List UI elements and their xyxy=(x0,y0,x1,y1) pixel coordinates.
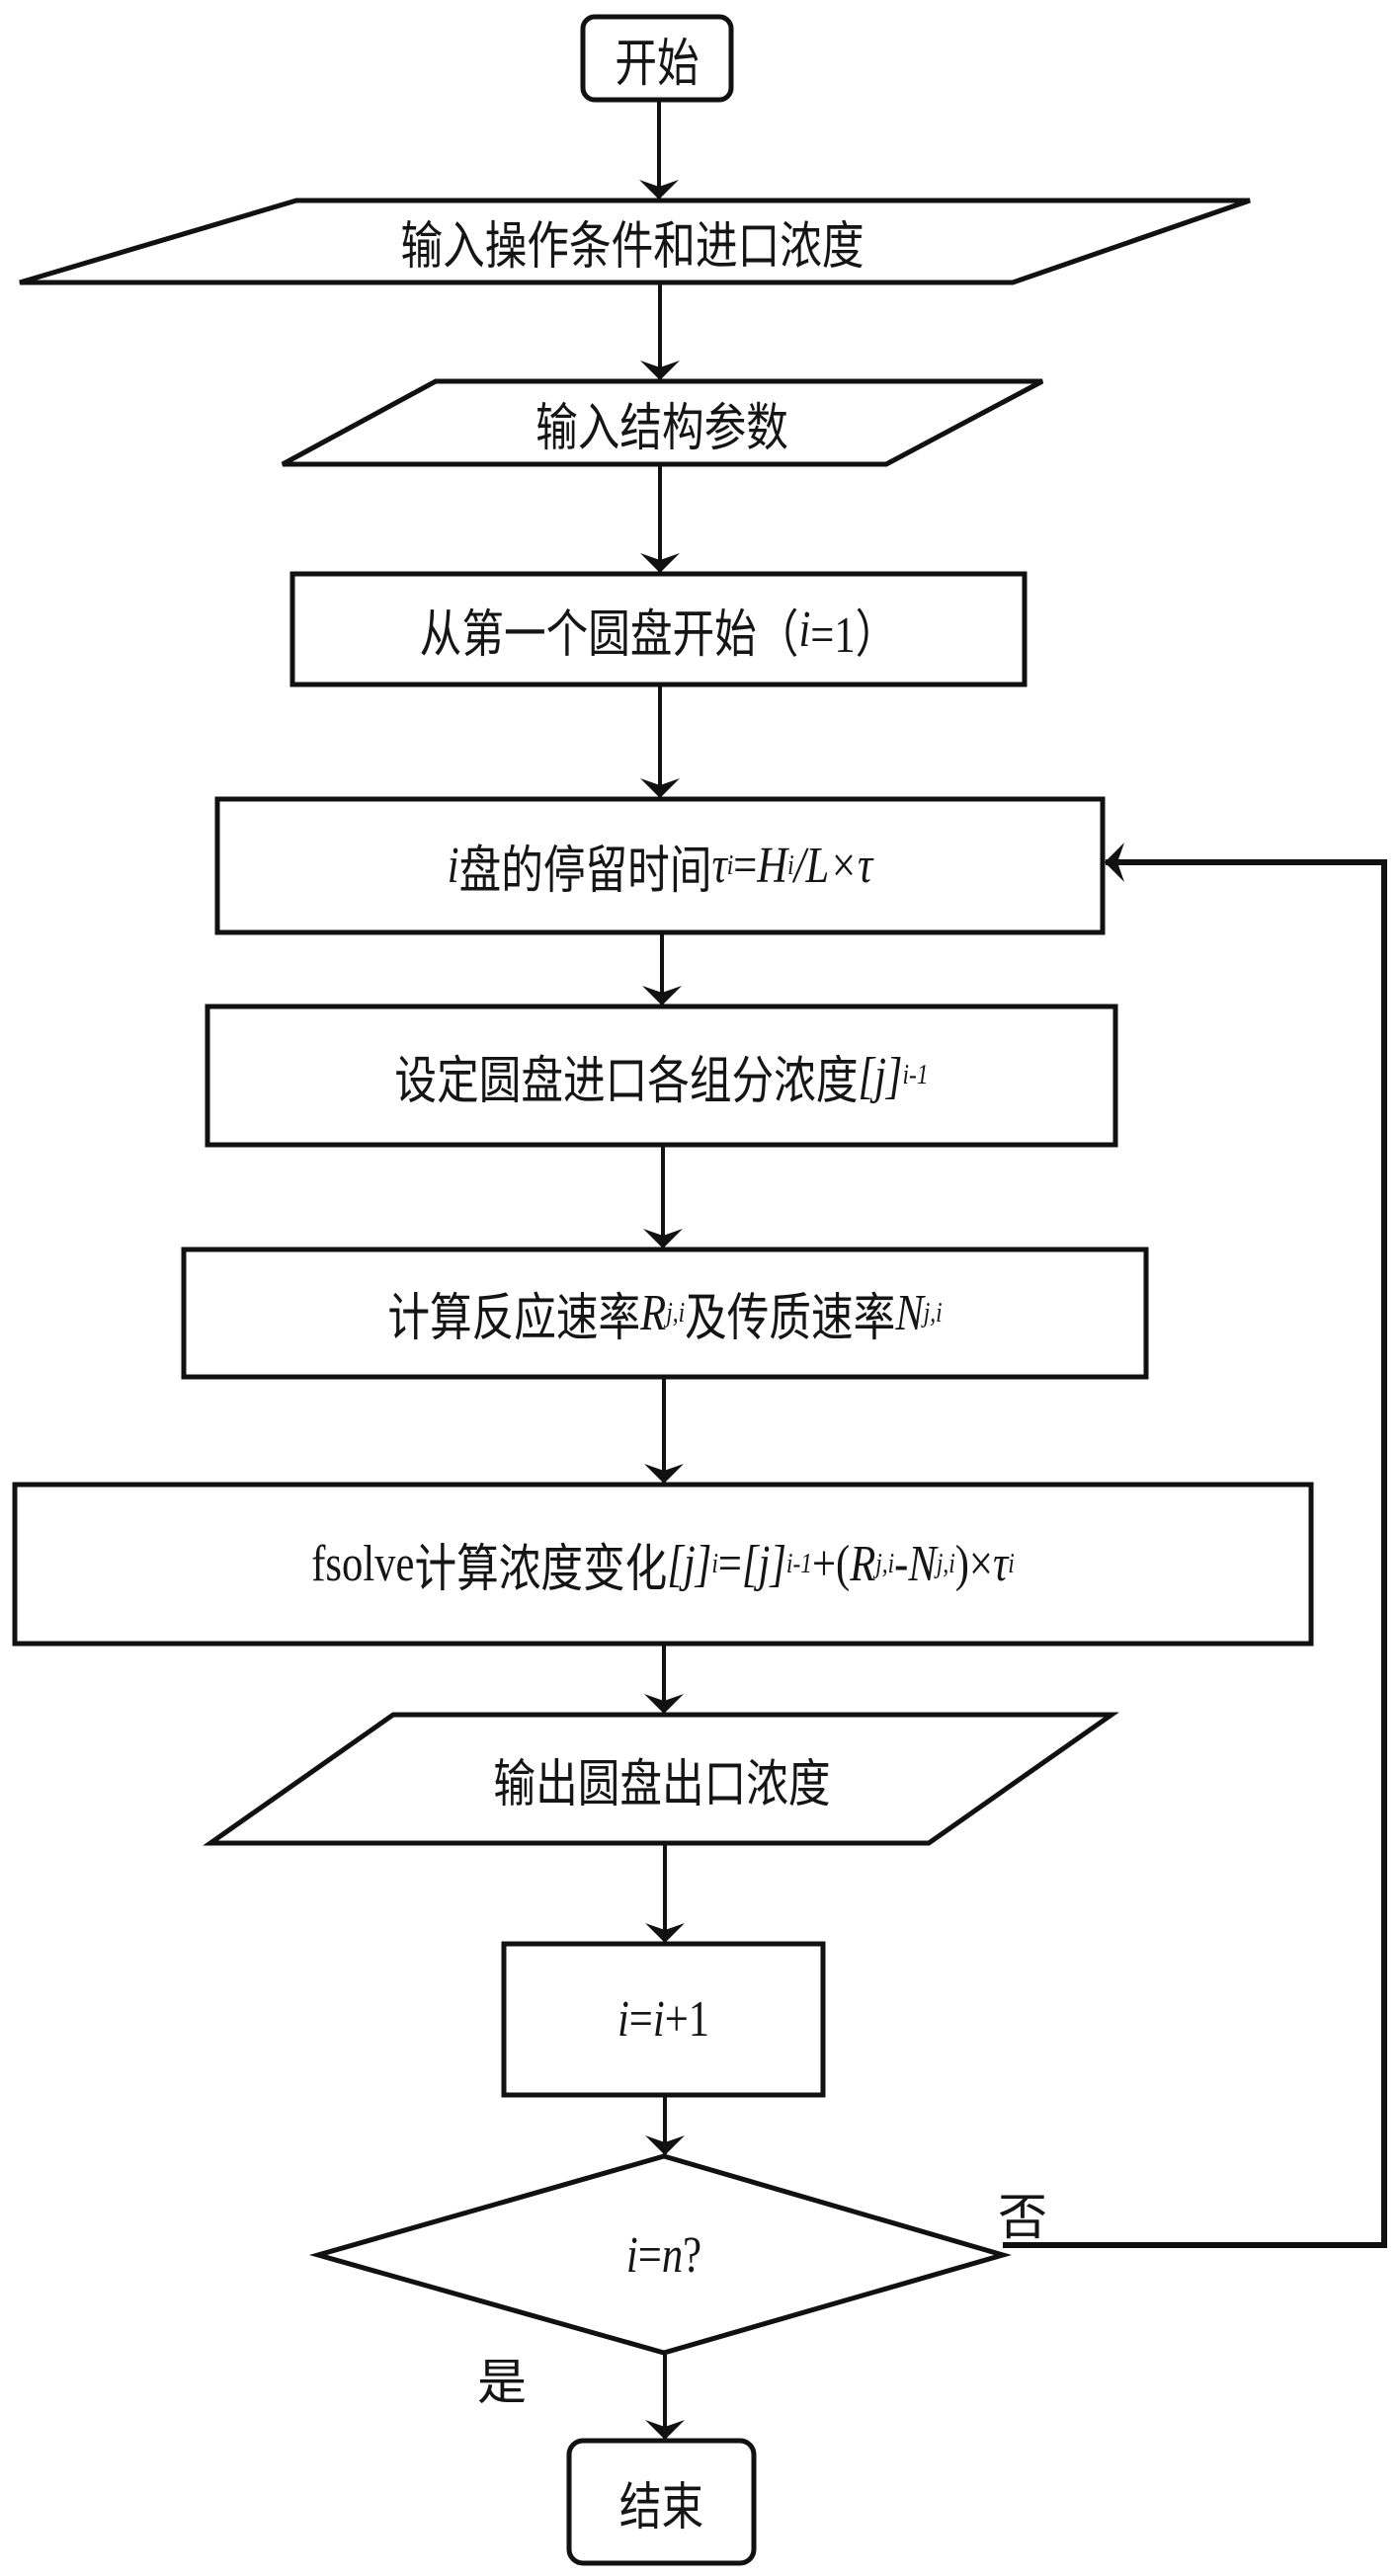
increment-box xyxy=(501,1941,826,2098)
residence-H-sub: i xyxy=(787,849,794,881)
calc-rates-text2: 及传质速率 xyxy=(685,1289,896,1348)
fsolve-j1: [j] xyxy=(667,1536,712,1592)
calc-rates-N: N xyxy=(895,1285,924,1341)
increment-var2: i xyxy=(652,1991,665,2048)
fsolve-j2: [j] xyxy=(741,1536,786,1592)
input-structure-parallelogram xyxy=(281,378,1044,467)
init-disk-text-suffix: =1） xyxy=(810,606,898,664)
residence-time-box xyxy=(214,796,1106,935)
fsolve-keyword: fsolve xyxy=(311,1536,415,1592)
start-label: 开始 xyxy=(615,34,700,94)
input-conditions-parallelogram xyxy=(19,198,1251,285)
fsolve-j1-sub: i xyxy=(711,1548,718,1579)
decision-question: ? xyxy=(683,2226,702,2284)
decision-diamond xyxy=(308,2153,1012,2356)
fsolve-R: R xyxy=(850,1536,876,1592)
residence-L: /L xyxy=(793,838,830,894)
fsolve-close-times: )× xyxy=(954,1536,993,1592)
yes-branch-label: 是 xyxy=(477,2354,527,2411)
calc-rates-N-sub: j,i xyxy=(923,1297,943,1328)
end-label: 结束 xyxy=(618,2477,704,2537)
output-outlet-parallelogram xyxy=(203,1712,1119,1846)
set-inlet-text: 设定圆盘进口各组分浓度 xyxy=(394,1051,859,1111)
fsolve-minus-N: -N xyxy=(894,1536,937,1592)
fsolve-tau: τ xyxy=(992,1536,1009,1592)
increment-var1: i xyxy=(617,1991,629,2048)
set-inlet-label: 设定圆盘进口各组分浓度[j]i-1 xyxy=(289,1006,1034,1145)
set-inlet-box xyxy=(205,1004,1118,1148)
fsolve-tau-sub: i xyxy=(1008,1548,1015,1579)
fsolve-eq: = xyxy=(717,1536,742,1592)
decision-label: i=n? xyxy=(461,2206,866,2304)
residence-var-i: i xyxy=(447,838,459,894)
calc-rates-text1: 计算反应速率 xyxy=(387,1289,641,1348)
decision-var-n: n xyxy=(661,2226,684,2284)
residence-H: H xyxy=(757,838,788,894)
residence-tau-sub: i xyxy=(726,849,734,881)
fsolve-box xyxy=(12,1482,1314,1647)
residence-eq: = xyxy=(733,838,758,894)
input-structure-label: 输入结构参数 xyxy=(535,398,788,458)
fsolve-plus-open: +( xyxy=(811,1536,851,1592)
output-outlet-label: 输出圆盘出口浓度 xyxy=(493,1754,831,1814)
fsolve-text: 计算浓度变化 xyxy=(414,1540,668,1599)
fsolve-N-sub: j,i xyxy=(936,1548,955,1579)
decision-var-i: i xyxy=(625,2226,638,2284)
init-disk-var: i xyxy=(798,601,811,658)
calc-rates-box xyxy=(181,1247,1149,1380)
init-disk-text-prefix: 从第一个圆盘开始（ xyxy=(419,604,799,665)
init-disk-box xyxy=(289,571,1028,687)
increment-eq: = xyxy=(628,1991,653,2048)
increment-label: i=i+1 xyxy=(533,1944,794,2095)
residence-text: 盘的停留时间 xyxy=(458,842,712,901)
increment-plus-one: +1 xyxy=(664,1991,710,2048)
edge-loop-back-no xyxy=(1003,843,1387,2248)
set-inlet-bracket: [j] xyxy=(858,1047,903,1104)
no-branch-label: 否 xyxy=(998,2189,1047,2246)
calc-rates-R: R xyxy=(640,1285,667,1341)
input-conditions-label: 输入操作条件和进口浓度 xyxy=(400,217,865,277)
residence-times-tau: ×τ xyxy=(829,838,873,894)
fsolve-R-sub: j,i xyxy=(875,1548,895,1579)
init-disk-label: 从第一个圆盘开始（i=1） xyxy=(359,574,959,684)
calc-rates-R-sub: j,i xyxy=(666,1297,686,1328)
end-terminator xyxy=(566,2438,757,2566)
set-inlet-sub: i-1 xyxy=(902,1060,929,1090)
decision-eq: = xyxy=(637,2226,662,2284)
fsolve-j2-sub: i-1 xyxy=(785,1548,812,1579)
residence-tau: τ xyxy=(711,838,727,894)
